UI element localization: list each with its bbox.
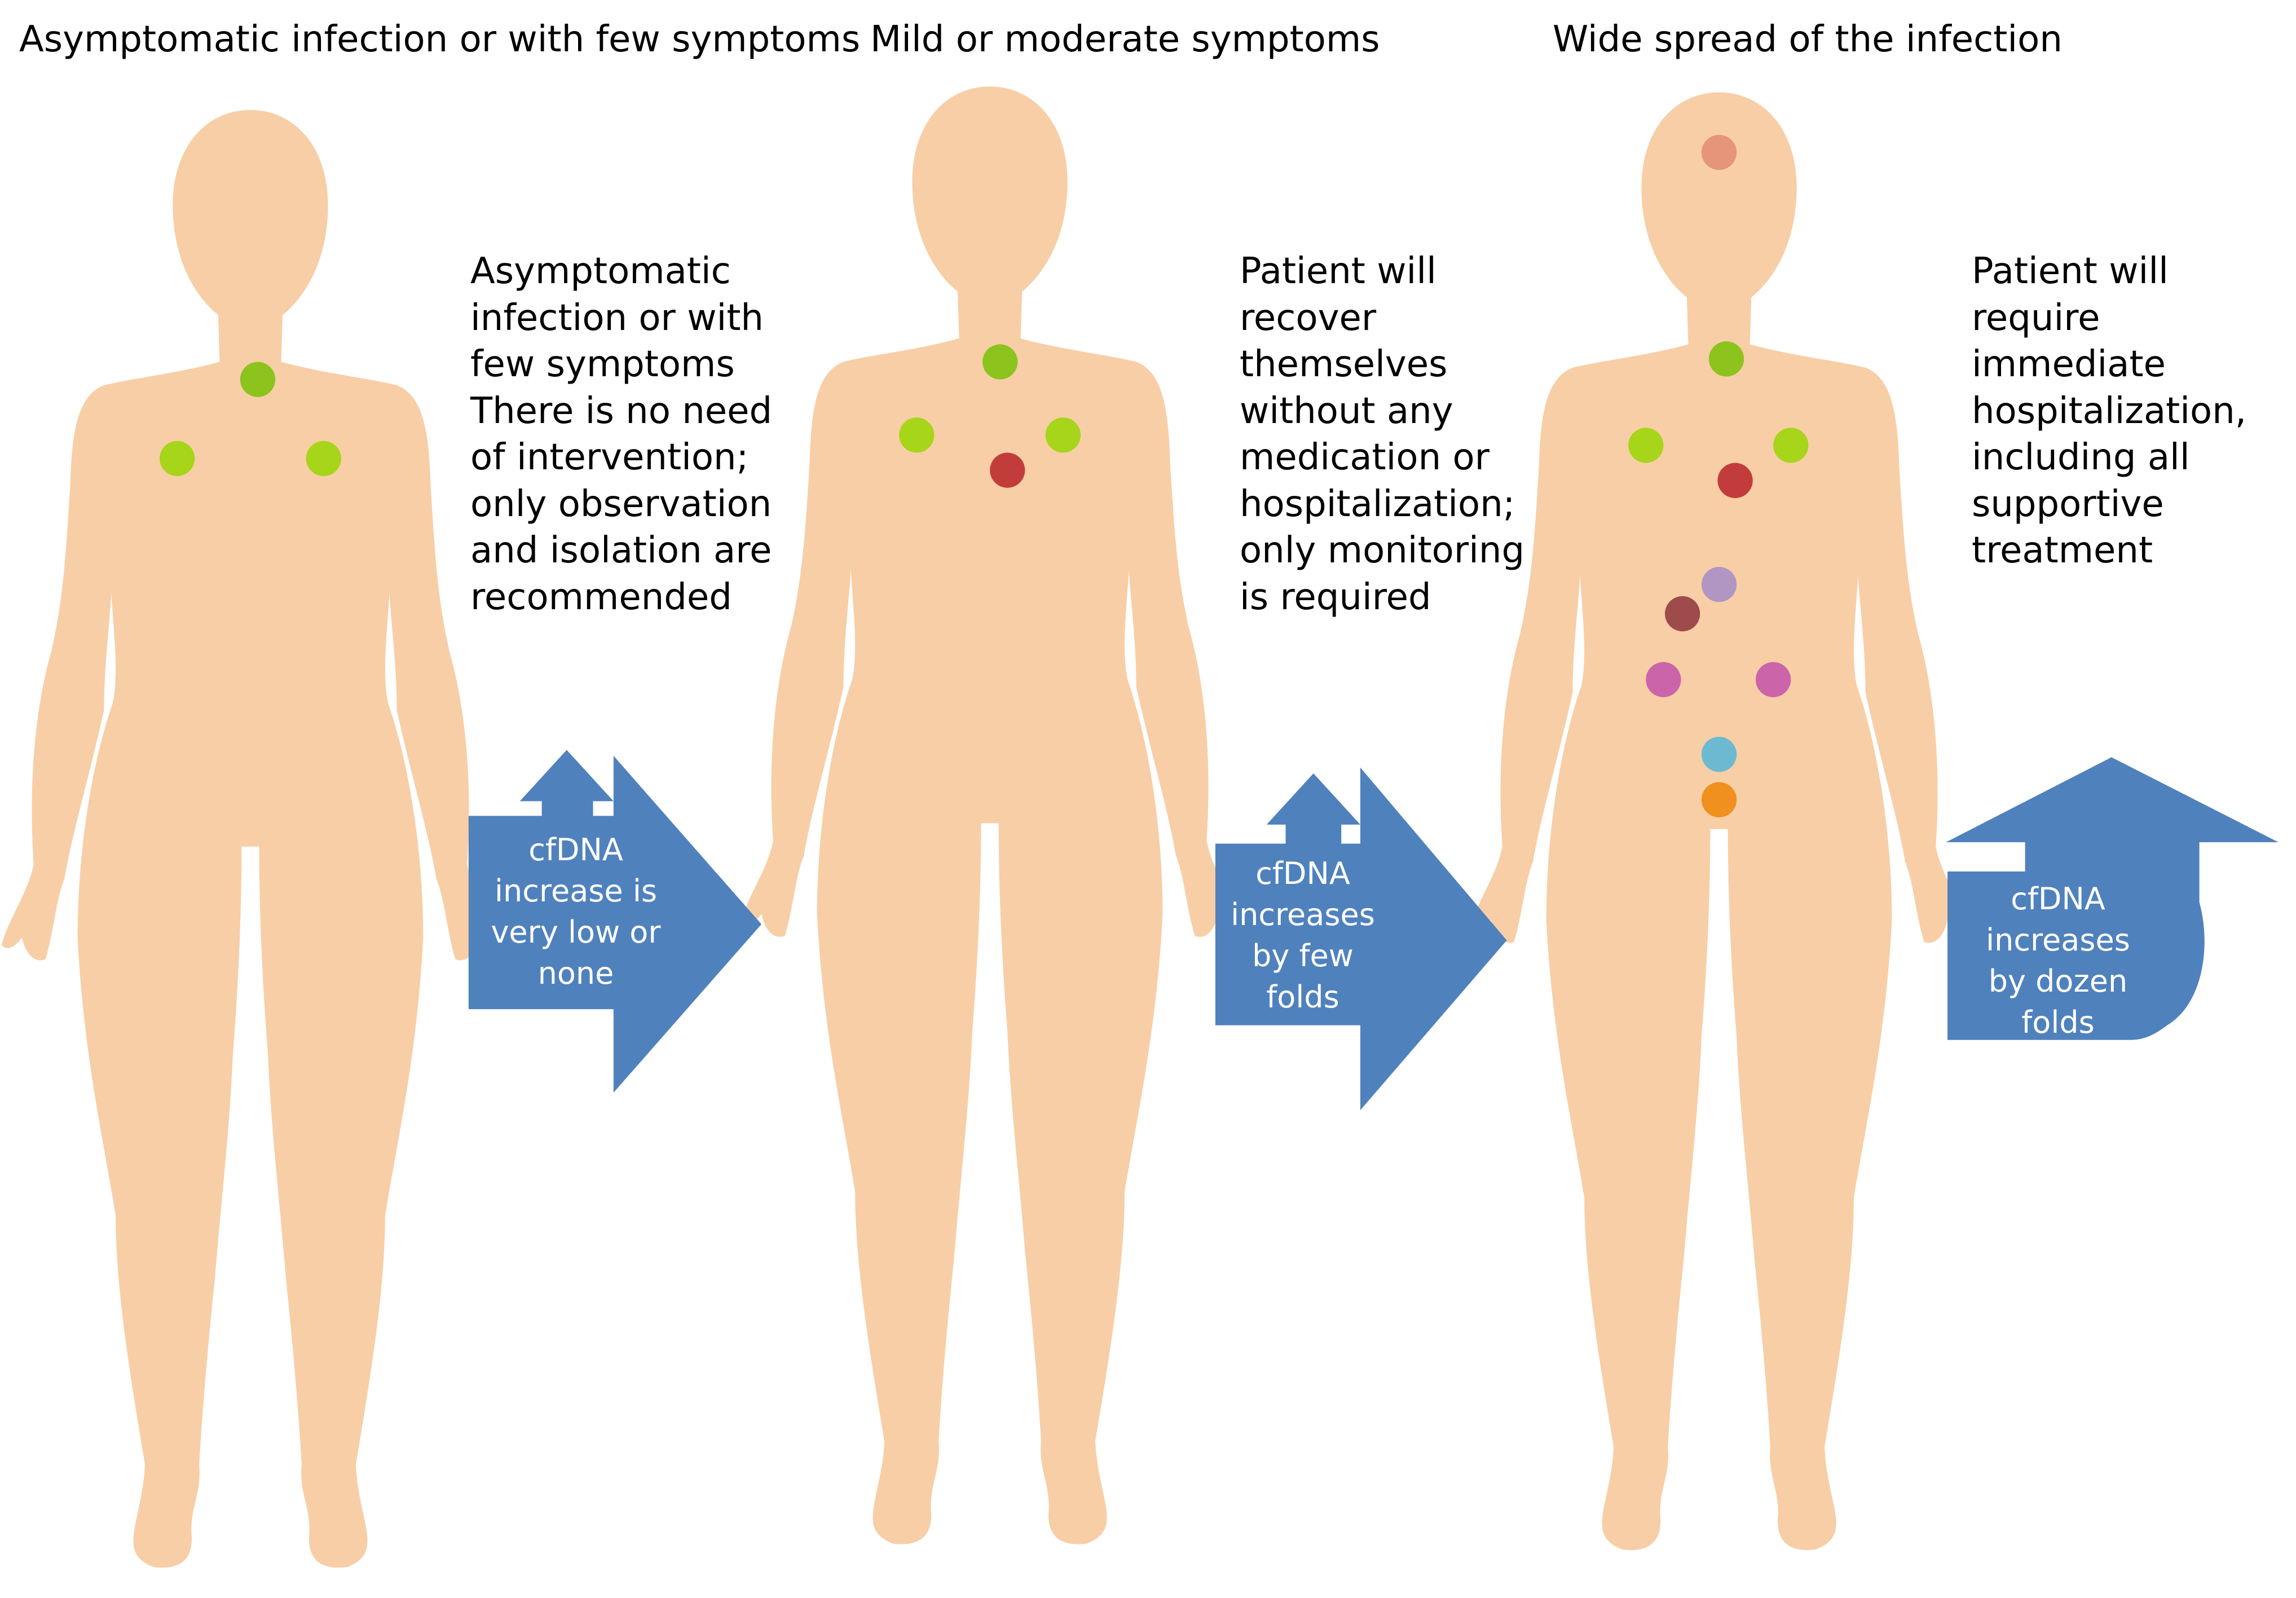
marker-dot (1701, 135, 1737, 170)
marker-dot (1773, 428, 1809, 463)
right-arrow-2 (1215, 767, 1507, 1111)
body-figure-3 (1470, 92, 1968, 1550)
marker-dot (1708, 341, 1744, 377)
description-line: recommended (470, 576, 732, 618)
description-line: require (1972, 297, 2100, 339)
panel-3-heading: Wide spread of the infection (1553, 19, 2063, 60)
arrow-2-label: cfDNA increases by few folds (1218, 853, 1387, 1018)
right-arrow-1 (468, 750, 762, 1093)
marker-dot (899, 417, 935, 453)
marker-dot (1701, 737, 1737, 772)
description-line: including all (1972, 437, 2190, 478)
marker-dot (1628, 428, 1664, 463)
marker-dot (1045, 417, 1081, 453)
marker-dot (1646, 662, 1681, 698)
arrow-1-label: cfDNA increase is very low or none (469, 829, 683, 994)
description-line: few symptoms (470, 344, 735, 385)
panel-3-description: Patient will require immediate hospitali… (1972, 248, 2246, 574)
arrow-label-line: increases (1986, 922, 2130, 958)
body-figure-2 (741, 86, 1239, 1544)
panel-1-description: Asymptomatic infection or with few sympt… (470, 248, 772, 620)
description-line: Patient will (1972, 250, 2169, 292)
description-line: Asymptomatic (470, 250, 731, 292)
marker-dot (1755, 662, 1791, 698)
marker-dot (1664, 596, 1700, 632)
arrow-label-line: cfDNA (1255, 856, 1350, 891)
description-line: without any (1240, 390, 1453, 432)
description-line: supportive (1972, 483, 2164, 525)
arrow-label-line: cfDNA (2011, 881, 2105, 917)
marker-dot (1701, 782, 1737, 817)
description-line: immediate (1972, 344, 2166, 385)
marker-dot (159, 441, 195, 477)
description-line: hospitalization, (1972, 390, 2247, 432)
description-line: infection or with (470, 297, 764, 339)
panel-1-heading: Asymptomatic infection or with few sympt… (19, 19, 861, 60)
arrow-label-line: folds (1266, 979, 1339, 1015)
description-line: hospitalization; (1240, 483, 1515, 525)
description-line: Patient will (1240, 250, 1436, 292)
arrow-label-line: by dozen (1988, 963, 2128, 999)
description-line: of intervention; (470, 437, 749, 478)
marker-dot (240, 362, 276, 397)
description-line: and isolation are (470, 530, 772, 571)
description-line: themselves (1240, 344, 1448, 385)
description-line: only monitoring (1240, 530, 1525, 571)
description-line: There is no need (470, 390, 773, 432)
description-line: recover (1240, 297, 1377, 339)
arrow-label-line: folds (2021, 1005, 2095, 1040)
marker-dot (1701, 566, 1737, 602)
arrow-label-line: increase is (495, 873, 657, 909)
arrow-label-line: cfDNA (528, 832, 623, 868)
arrow-label-line: none (537, 956, 614, 991)
description-line: only observation (470, 483, 772, 525)
arrow-label-line: increases (1231, 897, 1375, 932)
description-line: medication or (1240, 437, 1489, 478)
marker-dot (1717, 463, 1753, 498)
marker-dot (982, 344, 1018, 380)
panel-2-heading: Mild or moderate symptoms (870, 19, 1380, 60)
description-line: treatment (1972, 530, 2153, 571)
body-figure-1 (1, 109, 500, 1568)
panel-2-description: Patient will recover themselves without … (1240, 248, 1524, 620)
marker-dot (306, 441, 341, 477)
up-arrow-3 (1946, 757, 2279, 1040)
arrow-label-line: very low or (491, 914, 661, 950)
marker-dot (990, 452, 1025, 488)
arrow-3-label: cfDNA increases by dozen folds (1973, 878, 2143, 1043)
arrow-label-line: by few (1252, 938, 1354, 974)
description-line: is required (1240, 576, 1431, 618)
